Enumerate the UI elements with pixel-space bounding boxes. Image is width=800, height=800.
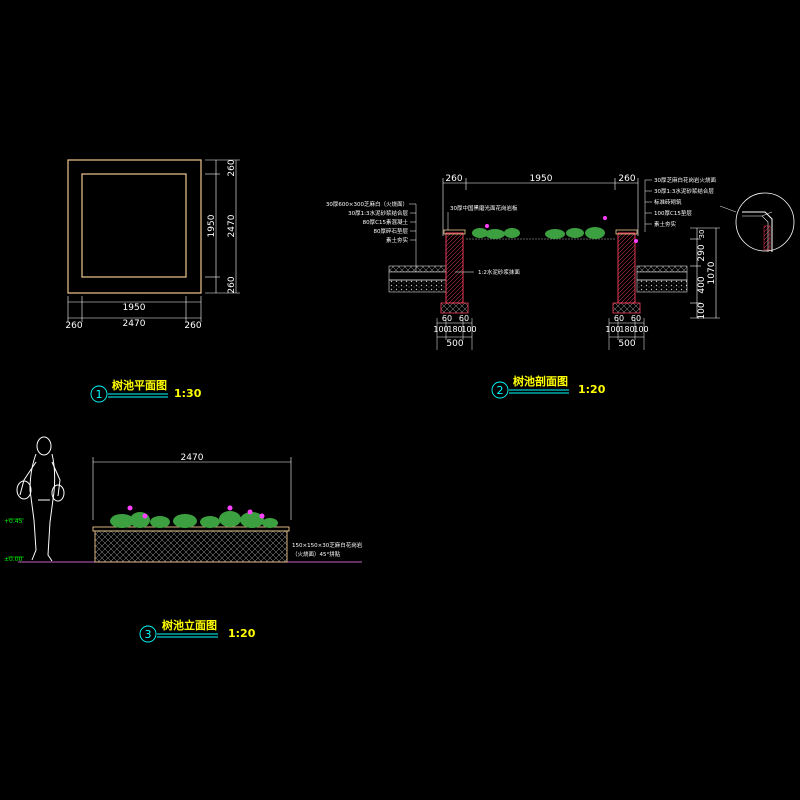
section-top-dim-3: 260 [618, 174, 635, 184]
elevation-level-upper: +0.45 [4, 518, 23, 525]
elevation-person-figure [16, 436, 65, 562]
section-number-circle [491, 381, 509, 399]
elevation-plants [110, 511, 278, 528]
elevation-scale: 1:20 [228, 627, 256, 640]
plan-title: 树池平面图 [112, 378, 167, 392]
section-note-left-5: 素土夯实 [386, 236, 409, 244]
plan-dim-right-bottom: 260 [227, 276, 237, 293]
section-foot-right-3: 100 [605, 325, 620, 334]
section-note-right-2: 30厚1:3水泥砂浆结合层 [654, 187, 714, 195]
section-note-left-3: 80厚C15素混凝土 [363, 218, 409, 226]
plan-outer-square [67, 159, 202, 294]
section-note-right-4: 100厚C15垫层 [654, 209, 692, 217]
section-right-dim-1: 30 [698, 230, 706, 239]
elevation-title: 树池立面图 [162, 618, 217, 632]
section-note-left-2: 30厚1:3水泥砂浆结合层 [348, 209, 408, 217]
section-foot-left-2: 60 [459, 314, 469, 323]
section-title: 树池剖面图 [513, 374, 568, 388]
elevation-number-circle [139, 625, 157, 643]
elevation-top-dim: 2470 [181, 453, 204, 463]
section-foot-left-1: 60 [442, 314, 452, 323]
section-foot-left-6: 500 [446, 339, 463, 349]
plan-dim-bottom-left: 260 [65, 321, 82, 331]
section-right-dim-5: 1070 [707, 261, 717, 284]
plan-view: 260 1950 2470 260 1950 260 2470 260 1 树池… [65, 159, 240, 403]
section-right-dim-4: 100 [697, 302, 707, 319]
section-foot-right-2: 60 [631, 314, 641, 323]
section-note-right-3: 标准砖砌筑 [654, 198, 682, 206]
elevation-level-lower: ±0.00 [4, 556, 23, 563]
section-number: 2 [497, 384, 504, 397]
plan-number: 1 [96, 388, 103, 401]
section-foot-right-1: 60 [614, 314, 624, 323]
plan-dim-right-outer: 2470 [227, 214, 237, 237]
plan-scale: 1:30 [174, 387, 202, 400]
plan-inner-square [81, 173, 187, 278]
section-scale: 1:20 [578, 383, 606, 396]
plan-dim-right-inner: 1950 [207, 214, 217, 237]
section-left-wall [445, 232, 464, 304]
elevation-note-2: （火烧面）45°拼贴 [292, 550, 341, 558]
section-right-wall [617, 232, 636, 304]
section-foot-right-5: 100 [633, 325, 648, 334]
section-note-mid: 1:2水泥砂浆抹面 [478, 268, 520, 276]
section-top-dim-2: 1950 [530, 174, 553, 184]
section-right-dim-2: 290 [697, 244, 707, 261]
section-note-right-1: 30厚芝麻白花岗岩火烧面 [654, 176, 716, 184]
section-detail-circle [735, 192, 795, 252]
plan-dim-right-top: 260 [227, 159, 237, 176]
section-foot-right-6: 500 [618, 339, 635, 349]
section-foot-left-4: 180 [447, 325, 462, 334]
plan-dim-bottom-total: 2470 [123, 319, 146, 329]
section-foot-left-5: 100 [461, 325, 476, 334]
plan-dim-bottom-right: 260 [184, 321, 201, 331]
section-top-dim-1: 260 [445, 174, 462, 184]
plan-dim-bottom-inner: 1950 [123, 303, 146, 313]
section-foot-left-3: 100 [433, 325, 448, 334]
section-view: 260 1950 260 [326, 174, 795, 399]
section-note-left-4: 80厚碎石垫层 [374, 227, 409, 235]
section-foot-right-4: 180 [619, 325, 634, 334]
section-note-right-5: 素土夯实 [654, 220, 677, 228]
elevation-number: 3 [145, 628, 152, 641]
section-right-dim-3: 400 [697, 276, 707, 293]
section-note-top: 30厚中国黑磨光面花岗岩板 [450, 204, 518, 212]
elevation-note-1: 150×150×30芝麻白花岗岩 [292, 541, 363, 549]
elevation-view: 2470 [4, 436, 363, 643]
section-note-left-1: 30厚600×300芝麻白（火烧面） [326, 200, 408, 208]
plan-number-circle [90, 385, 108, 403]
elevation-planter-body [94, 530, 288, 563]
section-plants [472, 227, 605, 239]
